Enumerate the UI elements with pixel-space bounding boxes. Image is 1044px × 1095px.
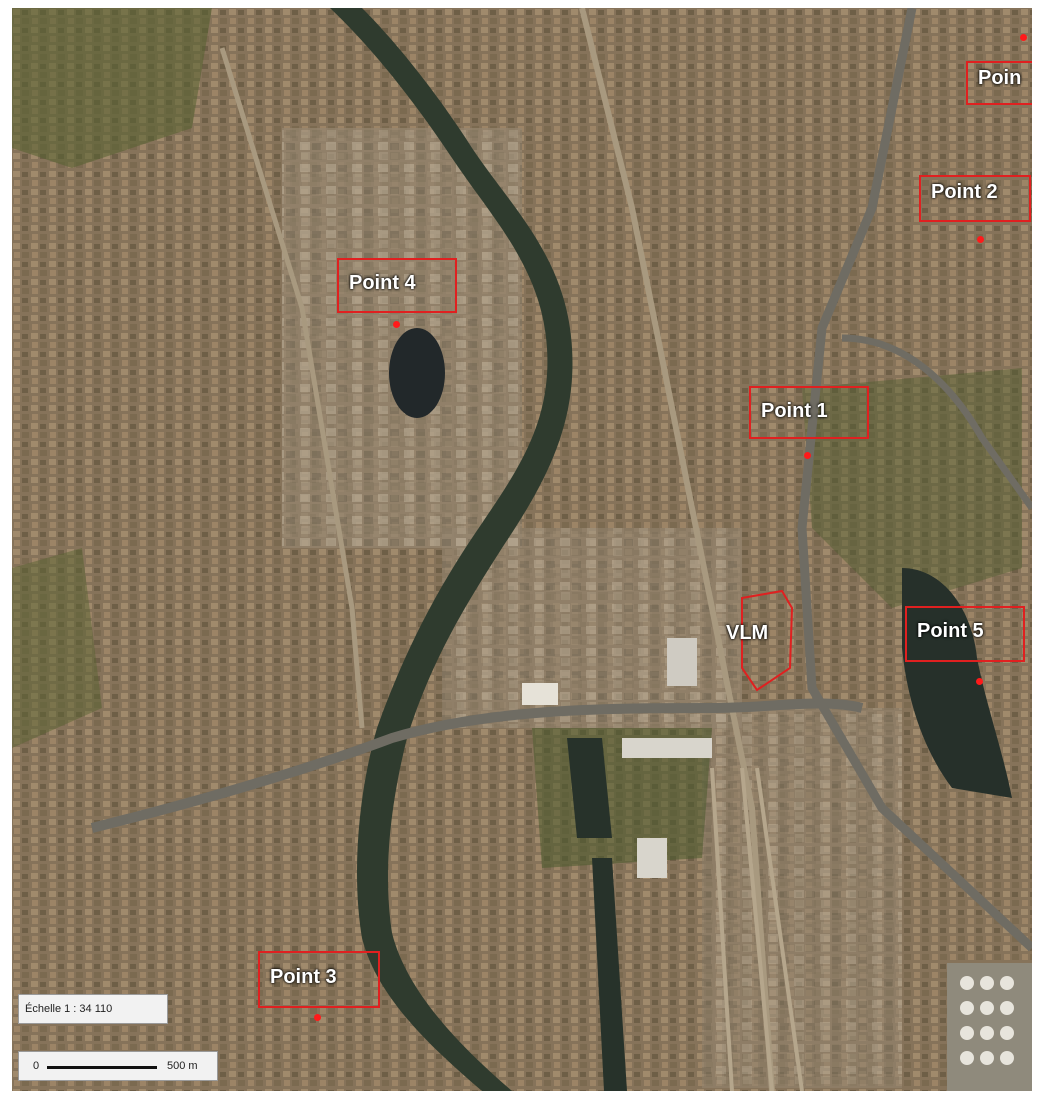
marker-label-point-1[interactable]: Point 1 xyxy=(749,386,869,439)
marker-label-point-2[interactable]: Point 2 xyxy=(919,175,1031,222)
map-imagery xyxy=(12,8,1032,1091)
scale-bar-start: 0 xyxy=(33,1060,40,1072)
marker-label-point-top[interactable]: Poin xyxy=(966,61,1032,105)
marker-label-point-5[interactable]: Point 5 xyxy=(905,606,1025,662)
marker-dot-point-2[interactable] xyxy=(977,236,984,243)
vlm-label: VLM xyxy=(726,622,769,644)
marker-dot-point-1[interactable] xyxy=(804,452,811,459)
scale-ratio-text: Échelle 1 : 34 110 xyxy=(25,1003,113,1015)
scale-ratio-box: Échelle 1 : 34 110 xyxy=(18,994,168,1024)
aerial-map[interactable]: Poin Point 2 Point 4 Point 1 Point 5 Poi… xyxy=(12,8,1032,1091)
scale-bar-line xyxy=(47,1066,157,1069)
marker-dot-point-top[interactable] xyxy=(1020,34,1027,41)
marker-dot-point-4[interactable] xyxy=(393,321,400,328)
marker-dot-point-3[interactable] xyxy=(314,1014,321,1021)
vlm-outline xyxy=(741,589,794,692)
marker-dot-point-5[interactable] xyxy=(976,678,983,685)
marker-label-point-3[interactable]: Point 3 xyxy=(258,951,380,1008)
scale-bar-end: 500 m xyxy=(167,1060,198,1072)
marker-label-point-4[interactable]: Point 4 xyxy=(337,258,457,313)
scale-bar-box: 0 500 m xyxy=(18,1051,218,1081)
